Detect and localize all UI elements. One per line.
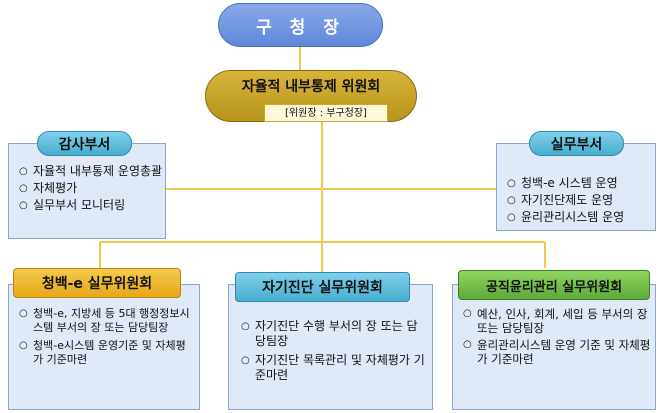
audit-item: 자체평가 <box>19 181 164 196</box>
sub1-item: 청백-e시스템 운영기준 및 자체평가 기준마련 <box>19 339 194 367</box>
audit-item: 실무부서 모니터링 <box>19 198 164 213</box>
sub2-item: 자기진단 목록관리 및 자체평가 기준마련 <box>241 353 426 383</box>
working-item: 자기진단제도 운영 <box>507 193 655 208</box>
sub2-item: 자기진단 수행 부서의 장 또는 담당팀장 <box>241 319 426 349</box>
sub1-title: 청백-e 실무위원회 <box>13 268 181 298</box>
head-label: 구 청 장 <box>256 17 345 38</box>
audit-item: 자율적 내부통제 운영총괄 <box>19 164 164 179</box>
working-panel: 청백-e 시스템 운영 자기진단제도 운영 윤리관리시스템 운영 <box>496 143 656 231</box>
sub1-item: 청백-e, 지방세 등 5대 행정정보시스템 부서의 장 또는 담당팀장 <box>19 307 194 335</box>
sub1-panel: 청백-e, 지방세 등 5대 행정정보시스템 부서의 장 또는 담당팀장 청백-… <box>8 284 200 410</box>
committee-title: 자율적 내부통제 위원회 <box>241 79 381 95</box>
audit-title: 감사부서 <box>37 131 132 156</box>
sub2-panel: 자기진단 수행 부서의 장 또는 담당팀장 자기진단 목록관리 및 자체평가 기… <box>228 284 433 410</box>
committee-chair: [위원장 : 부구청장] <box>264 104 388 122</box>
working-item: 윤리관리시스템 운영 <box>507 210 655 225</box>
working-title: 실무부서 <box>529 131 624 156</box>
sub3-item: 예산, 인사, 회계, 세입 등 부서의 장 또는 담당팀장 <box>463 307 653 335</box>
sub3-panel: 예산, 인사, 회계, 세입 등 부서의 장 또는 담당팀장 윤리관리시스템 운… <box>452 284 656 410</box>
sub3-item: 윤리관리시스템 운영 기준 및 자체평가 기준마련 <box>463 338 653 366</box>
audit-panel: 자율적 내부통제 운영총괄 자체평가 실무부서 모니터링 <box>8 143 166 239</box>
sub3-title: 공직윤리관리 실무위원회 <box>458 270 650 300</box>
sub2-title: 자기진단 실무위원회 <box>235 272 410 302</box>
working-item: 청백-e 시스템 운영 <box>507 176 655 191</box>
head-node: 구 청 장 <box>218 3 383 47</box>
